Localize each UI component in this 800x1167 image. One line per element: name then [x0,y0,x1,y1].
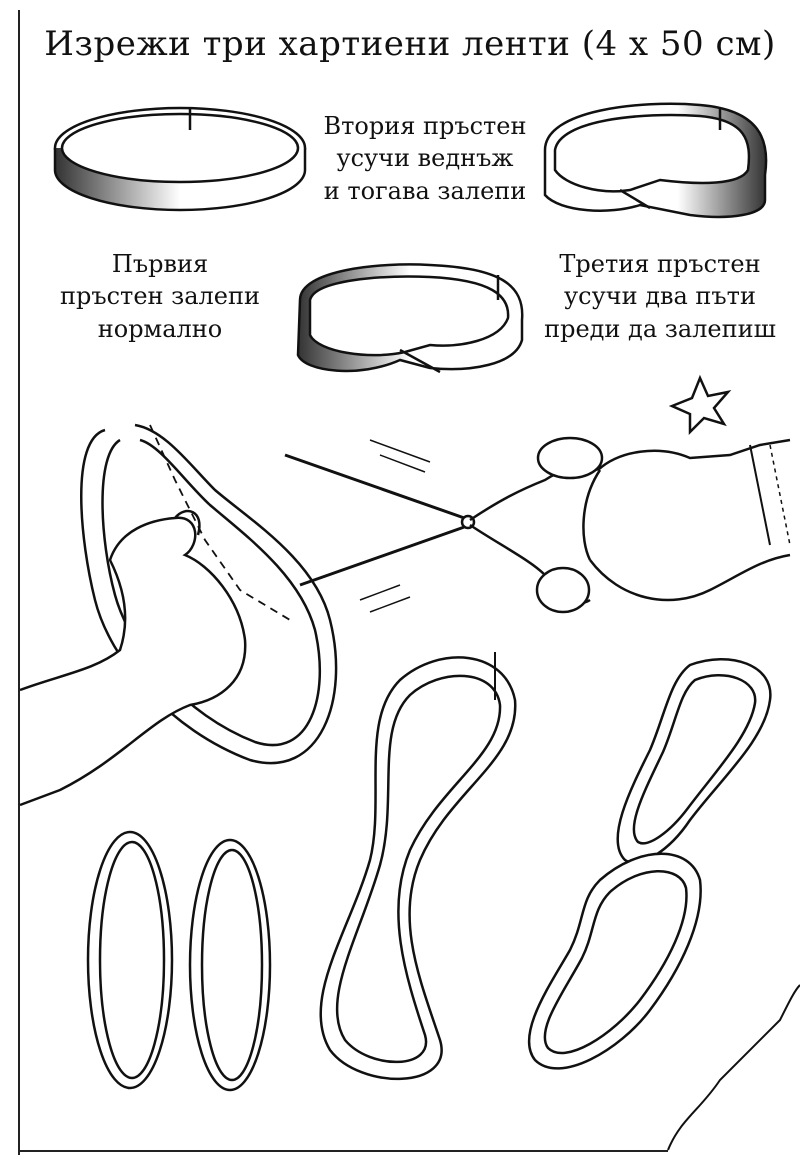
star-icon [668,374,732,436]
mobius-ring-icon [543,102,768,219]
cutting-scene-illustration [19,423,791,807]
step-first-ring-text: Първия пръстен залепи нормално [59,250,260,343]
two-separate-rings-icon [86,830,272,1092]
page-title: Изрежи три хартиени ленти (4 x 50 см) [44,24,776,64]
long-twisted-loop-icon [319,652,517,1081]
plain-ring-icon [53,106,307,212]
torn-edge-decoration [667,984,800,1151]
two-linked-rings-icon [527,657,772,1070]
page-border-left [18,10,20,1155]
page-border-bottom [18,1150,668,1152]
double-twist-ring-icon [296,263,524,374]
step-third-ring-text: Третия пръстен усучи два пъти преди да з… [544,250,776,343]
step-second-ring-text: Втория пръстен усучи веднъж и тогава зал… [323,112,527,205]
